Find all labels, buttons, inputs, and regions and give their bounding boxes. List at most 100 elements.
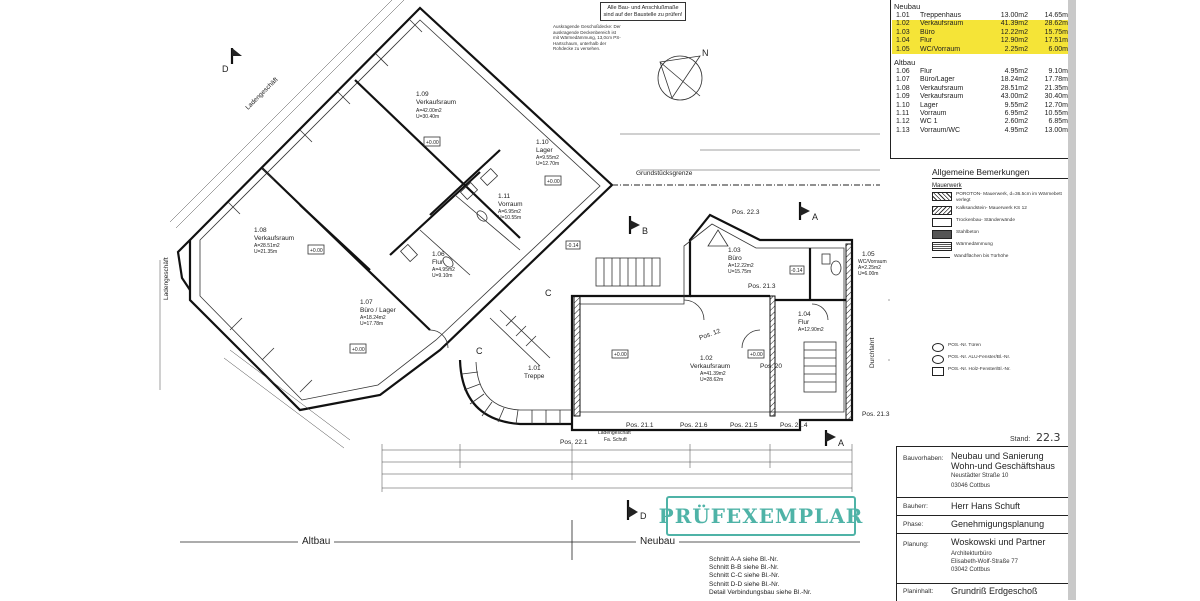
hatch-swatch xyxy=(932,218,952,227)
section-marker-a-top: A xyxy=(798,202,818,222)
level-label: +0.00 xyxy=(750,352,763,358)
section-marker-d-top: D xyxy=(222,48,242,74)
svg-text:1.01: 1.01 xyxy=(528,365,541,372)
svg-text:A=42.00m2: A=42.00m2 xyxy=(416,108,442,114)
legend-item: POS.-Nr. Türen xyxy=(932,342,1068,352)
sink-fixture xyxy=(821,253,831,265)
stand-value: 22.3 xyxy=(1036,431,1061,444)
level-box xyxy=(423,136,441,147)
wall-segment xyxy=(389,171,481,256)
floor-plan: +0.00 +0.00 +0.00 +0.00 1.09 Verkaufsrau… xyxy=(159,0,890,560)
room-group-label: Altbau xyxy=(894,57,916,67)
door-arc xyxy=(741,329,761,349)
section-ref: Schnitt B-B siehe Bl.-Nr. xyxy=(709,564,779,572)
wall-hatch xyxy=(573,295,581,417)
svg-text:Büro / Lager: Büro / Lager xyxy=(360,307,397,314)
neubau-block: 1.03 Büro A=12.22m2 U=15.75m 1.04 Flur A… xyxy=(429,209,890,446)
top-dimension-chains xyxy=(620,133,880,171)
svg-text:Pos. 20: Pos. 20 xyxy=(760,363,782,370)
svg-text:U=17.78m: U=17.78m xyxy=(360,321,383,327)
legend-item: POS.-Nr. ALU-Fenster/Bl.-Nr. xyxy=(932,354,1068,364)
property-boundary: Grundstücksgrenze xyxy=(612,170,880,186)
svg-text:Pos. 21.5: Pos. 21.5 xyxy=(730,422,758,429)
level-box xyxy=(611,349,629,359)
durchfahrt-label: Durchfahrt xyxy=(869,337,876,368)
stamp-text: PRÜFEXEMPLAR xyxy=(658,504,864,528)
stand-label: Stand: xyxy=(1010,436,1031,443)
right-dimension-chains xyxy=(888,299,890,361)
neubau-outer-wall xyxy=(570,213,854,432)
svg-text:Treppe: Treppe xyxy=(524,373,545,380)
svg-text:1.03: 1.03 xyxy=(728,247,741,254)
hatch-swatch xyxy=(932,242,952,251)
door-arc xyxy=(811,303,829,321)
level-label: -0.14 xyxy=(791,268,803,274)
svg-text:Pos. 12: Pos. 12 xyxy=(698,328,721,342)
legend-item: POROTON- Mauerwerk, d=36.5cm im Wärmebet… xyxy=(932,192,1068,203)
room-table-frame xyxy=(890,0,1069,159)
level-box xyxy=(307,244,325,255)
scan-edge xyxy=(1068,0,1076,600)
svg-text:1.06: 1.06 xyxy=(432,251,445,258)
section-ref: Schnitt C-C siehe Bl.-Nr. xyxy=(709,572,780,580)
svg-text:Verkaufsraum: Verkaufsraum xyxy=(416,99,456,106)
room-label-1-03: 1.03 Büro A=12.22m2 U=15.75m xyxy=(728,247,754,275)
room-label-1-04: 1.04 Flur A=12.90m2 xyxy=(798,311,824,333)
svg-text:Pos. 21.4: Pos. 21.4 xyxy=(780,422,808,429)
section-marker-c-mid: C C xyxy=(476,288,552,356)
svg-text:A=4.95m2: A=4.95m2 xyxy=(432,267,455,273)
room-label-1-10: 1.10 Lager A=9.55m2 U=12.70m xyxy=(536,139,559,167)
wall-segment xyxy=(354,79,521,239)
svg-text:A=41.39m2: A=41.39m2 xyxy=(700,371,726,377)
svg-text:A=12.22m2: A=12.22m2 xyxy=(728,263,754,269)
section-marker-a-bottom: A xyxy=(824,430,844,448)
svg-text:Flur: Flur xyxy=(798,319,810,326)
svg-text:N: N xyxy=(702,48,709,58)
north-arrow: N xyxy=(657,48,709,101)
level-label: +0.00 xyxy=(310,248,323,254)
svg-text:Pos. 22.3: Pos. 22.3 xyxy=(732,209,760,216)
svg-text:U=10.55m: U=10.55m xyxy=(498,215,521,221)
tb-phase: Phase: Genehmigungsplanung xyxy=(897,515,1069,534)
svg-text:U=12.70m: U=12.70m xyxy=(536,161,559,167)
door-arc xyxy=(683,299,705,321)
room-label-1-02: 1.02 Verkaufsraum A=41.39m2 U=28.62m xyxy=(690,355,730,383)
svg-text:A=9.55m2: A=9.55m2 xyxy=(536,155,559,161)
hatch-swatch xyxy=(932,192,952,201)
svg-text:Verkaufsraum: Verkaufsraum xyxy=(254,235,294,242)
toilet-fixture xyxy=(830,260,842,276)
neubau-inner-wall xyxy=(579,223,845,413)
svg-text:Pos. 22.1: Pos. 22.1 xyxy=(560,439,588,446)
svg-text:C: C xyxy=(545,288,552,298)
remarks-title: Allgemeine Bemerkungen xyxy=(932,167,1068,179)
wall-segment xyxy=(429,149,501,216)
tb-planinhalt: Planinhalt: Grundriß Erdgeschoß xyxy=(903,586,1038,596)
svg-text:Flur: Flur xyxy=(432,259,444,266)
square-symbol xyxy=(932,366,944,376)
wall-hatch xyxy=(845,243,853,421)
wall-segment xyxy=(299,204,371,271)
room-label-1-07: 1.07 Büro / Lager A=18.24m2 U=17.78m xyxy=(360,299,397,327)
street-label-left: Ladengeschäft xyxy=(163,257,170,300)
level-label: +0.00 xyxy=(352,347,365,353)
svg-text:C: C xyxy=(476,346,483,356)
svg-text:D: D xyxy=(640,511,647,521)
site-note: Alle Bau- und Anschlußmaße sind auf der … xyxy=(600,2,686,21)
room-label-1-01: 1.01 Treppe xyxy=(524,365,545,380)
svg-text:A=2.25m2: A=2.25m2 xyxy=(858,265,881,271)
stair-right xyxy=(803,341,837,393)
tb-planung: Planung: Woskowski und Partner Architekt… xyxy=(897,533,1069,584)
approval-stamp: PRÜFEXEMPLAR xyxy=(659,496,862,536)
level-label: -0.14 xyxy=(567,243,579,249)
street-label-bottom: Ladengeschäft xyxy=(598,430,631,436)
legend-item: Wärmedämmung xyxy=(932,242,1068,251)
